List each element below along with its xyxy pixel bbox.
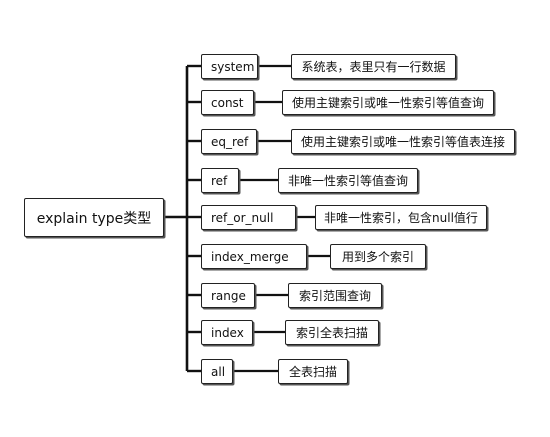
type-label: ref_or_null bbox=[211, 210, 274, 225]
desc-label: 索引范围查询 bbox=[298, 289, 371, 303]
type-label: eq_ref bbox=[211, 134, 249, 149]
desc-label: 系统表，表里只有一行数据 bbox=[301, 60, 446, 74]
desc-label: 用到多个索引 bbox=[341, 250, 414, 264]
type-node-index-merge: index_merge bbox=[201, 244, 307, 269]
type-node-const: const bbox=[201, 90, 254, 115]
desc-node-index-merge: 用到多个索引 bbox=[330, 244, 426, 269]
desc-label: 使用主键索引或唯一性索引等值表连接 bbox=[300, 135, 505, 149]
type-label: index bbox=[211, 325, 244, 340]
root-label: explain type类型 bbox=[36, 210, 152, 227]
type-node-all: all bbox=[201, 359, 233, 384]
type-label: all bbox=[211, 364, 226, 379]
desc-label: 使用主键索引或唯一性索引等值查询 bbox=[291, 96, 484, 110]
type-label: system bbox=[211, 59, 255, 74]
type-label: ref bbox=[211, 173, 228, 188]
desc-node-range: 索引范围查询 bbox=[288, 283, 382, 308]
desc-label: 非唯一性索引，包含null值行 bbox=[324, 211, 478, 225]
type-node-range: range bbox=[201, 283, 255, 308]
desc-node-system: 系统表，表里只有一行数据 bbox=[291, 54, 456, 79]
type-node-ref: ref bbox=[201, 168, 239, 193]
desc-node-index: 索引全表扫描 bbox=[285, 320, 379, 345]
type-label: index_merge bbox=[211, 249, 289, 264]
type-label: const bbox=[211, 95, 244, 110]
desc-node-ref: 非唯一性索引等值查询 bbox=[278, 168, 418, 193]
type-label: range bbox=[211, 288, 246, 303]
type-node-ref-or-null: ref_or_null bbox=[201, 205, 296, 230]
desc-label: 全表扫描 bbox=[288, 365, 337, 379]
desc-label: 索引全表扫描 bbox=[295, 326, 368, 340]
desc-node-all: 全表扫描 bbox=[278, 359, 348, 384]
type-node-eq-ref: eq_ref bbox=[201, 129, 257, 154]
type-node-system: system bbox=[201, 54, 258, 79]
root-node: explain type类型 bbox=[24, 198, 164, 237]
desc-node-eq-ref: 使用主键索引或唯一性索引等值表连接 bbox=[291, 129, 515, 154]
type-node-index: index bbox=[201, 320, 253, 345]
desc-node-const: 使用主键索引或唯一性索引等值查询 bbox=[282, 90, 494, 115]
desc-label: 非唯一性索引等值查询 bbox=[287, 174, 408, 188]
desc-node-ref-or-null: 非唯一性索引，包含null值行 bbox=[315, 205, 487, 230]
